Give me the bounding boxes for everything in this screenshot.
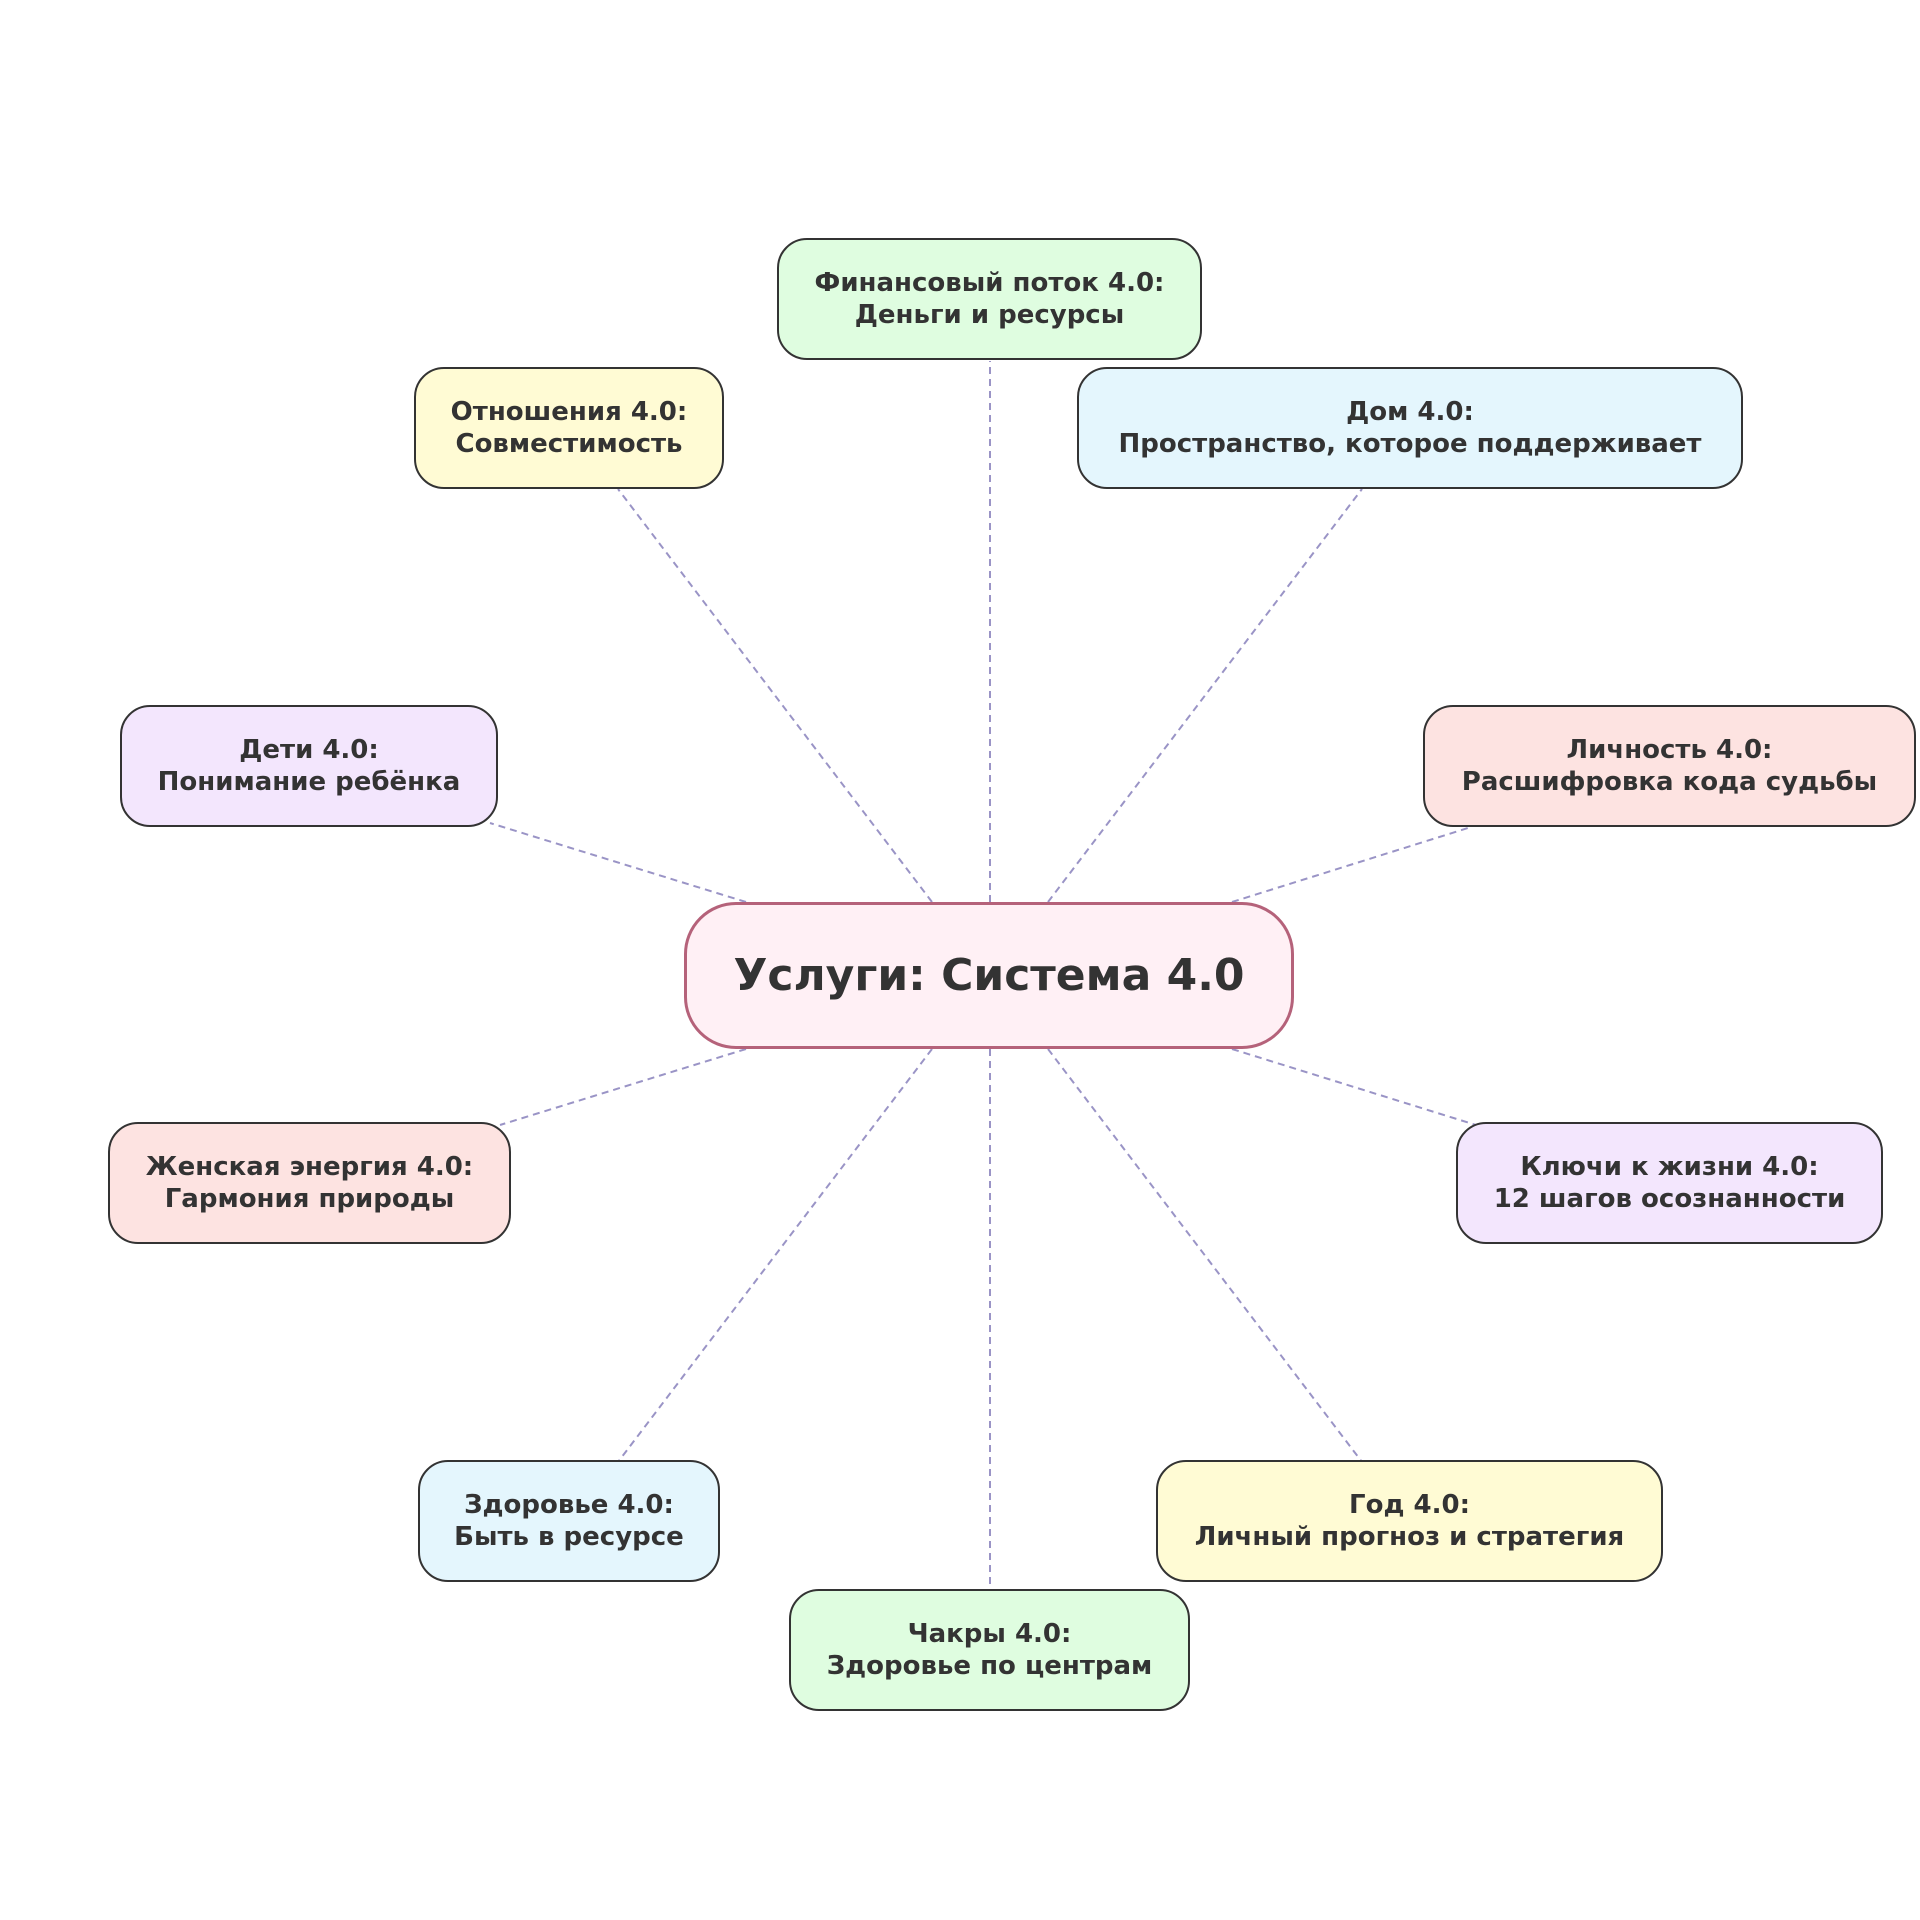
connector-relations — [617, 488, 933, 903]
node-finance-subtitle: Деньги и ресурсы — [854, 300, 1125, 330]
node-year-subtitle: Личный прогноз и стратегия — [1194, 1522, 1625, 1552]
node-home-title: Дом 4.0: — [1346, 397, 1474, 427]
node-keys-subtitle: 12 шагов осознанности — [1493, 1184, 1846, 1214]
node-chakras-subtitle: Здоровье по центрам — [826, 1651, 1153, 1681]
node-personality: Личность 4.0: Расшифровка кода судьбы — [1423, 705, 1916, 827]
node-personality-title: Личность 4.0: — [1566, 735, 1773, 765]
node-home: Дом 4.0: Пространство, которое поддержив… — [1077, 367, 1743, 489]
node-relations-title: Отношения 4.0: — [450, 397, 688, 427]
connector-health — [617, 1048, 933, 1463]
connector-home — [1047, 488, 1363, 903]
connector-feminine — [499, 1048, 747, 1126]
node-home-subtitle: Пространство, которое поддерживает — [1118, 429, 1702, 459]
node-keys-title: Ключи к жизни 4.0: — [1520, 1152, 1819, 1182]
node-year: Год 4.0: Личный прогноз и стратегия — [1156, 1460, 1663, 1582]
node-children: Дети 4.0: Понимание ребёнка — [120, 705, 498, 827]
node-year-title: Год 4.0: — [1349, 1490, 1470, 1520]
node-feminine-title: Женская энергия 4.0: — [145, 1152, 474, 1182]
node-relations: Отношения 4.0: Совместимость — [414, 367, 724, 489]
connector-year — [1047, 1048, 1363, 1463]
node-feminine-subtitle: Гармония природы — [164, 1184, 455, 1214]
center-node-label: Услуги: Система 4.0 — [733, 950, 1245, 1001]
node-relations-subtitle: Совместимость — [455, 429, 683, 459]
node-personality-subtitle: Расшифровка кода судьбы — [1461, 767, 1878, 797]
node-finance: Финансовый поток 4.0: Деньги и ресурсы — [777, 238, 1202, 360]
node-children-title: Дети 4.0: — [239, 735, 379, 765]
node-chakras-title: Чакры 4.0: — [907, 1619, 1072, 1649]
connector-keys — [1231, 1048, 1477, 1126]
node-health-subtitle: Быть в ресурсе — [454, 1522, 684, 1552]
node-children-subtitle: Понимание ребёнка — [157, 767, 461, 797]
node-keys: Ключи к жизни 4.0: 12 шагов осознанности — [1456, 1122, 1883, 1244]
connector-personality — [1231, 827, 1469, 903]
center-node: Услуги: Система 4.0 — [684, 902, 1294, 1049]
node-chakras: Чакры 4.0: Здоровье по центрам — [789, 1589, 1190, 1711]
node-health: Здоровье 4.0: Быть в ресурсе — [418, 1460, 720, 1582]
node-health-title: Здоровье 4.0: — [464, 1490, 674, 1520]
node-finance-title: Финансовый поток 4.0: — [814, 268, 1165, 298]
connector-children — [489, 822, 747, 903]
node-feminine: Женская энергия 4.0: Гармония природы — [108, 1122, 511, 1244]
